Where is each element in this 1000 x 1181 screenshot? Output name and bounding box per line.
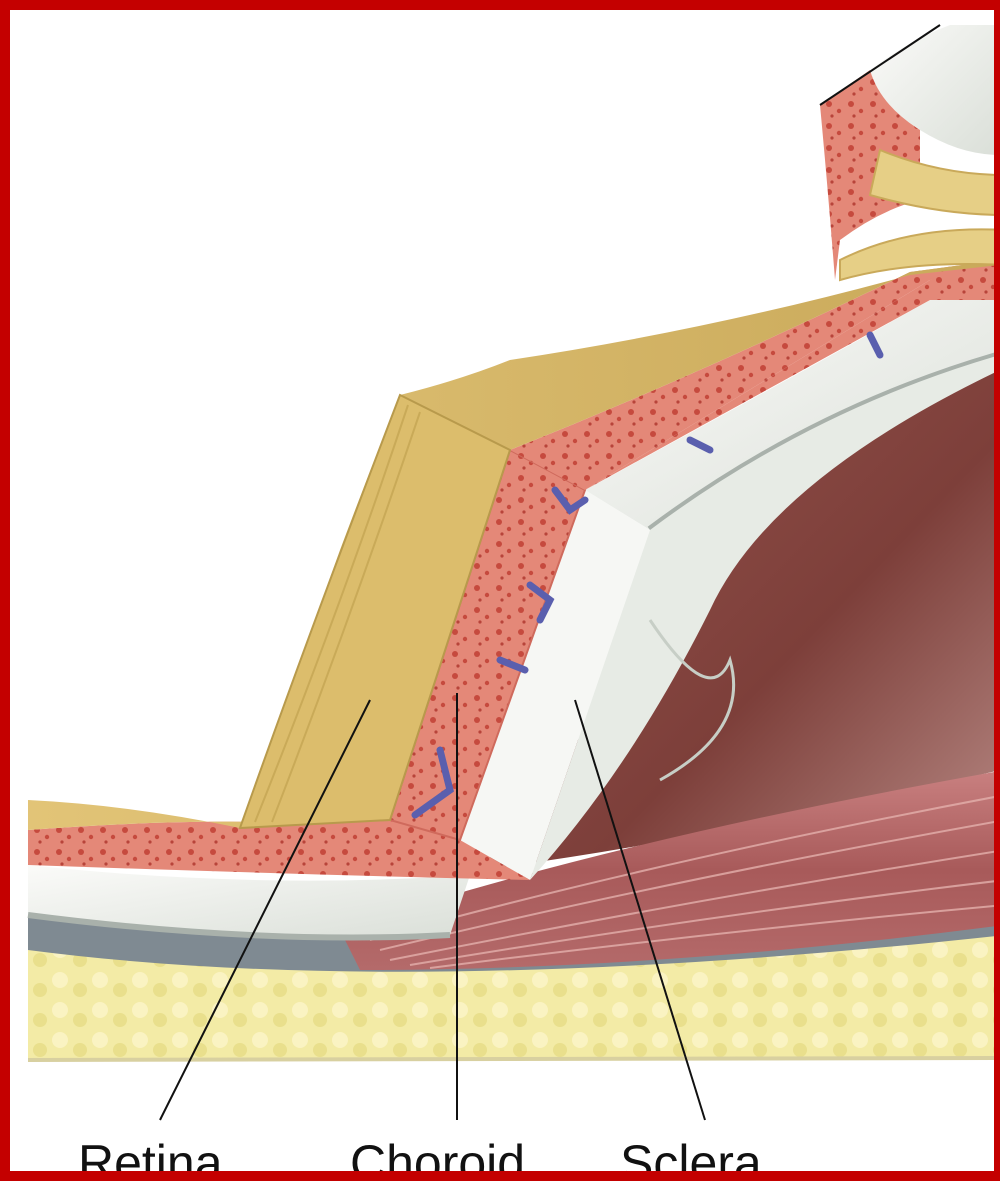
eye-wall-cross-section xyxy=(10,10,1000,1181)
sclera-label: Sclera xyxy=(620,1138,762,1181)
retina-label: Retina xyxy=(78,1138,223,1181)
fat-layer-bottom-edge xyxy=(28,1058,1000,1060)
choroid-label: Choroid xyxy=(350,1138,525,1181)
